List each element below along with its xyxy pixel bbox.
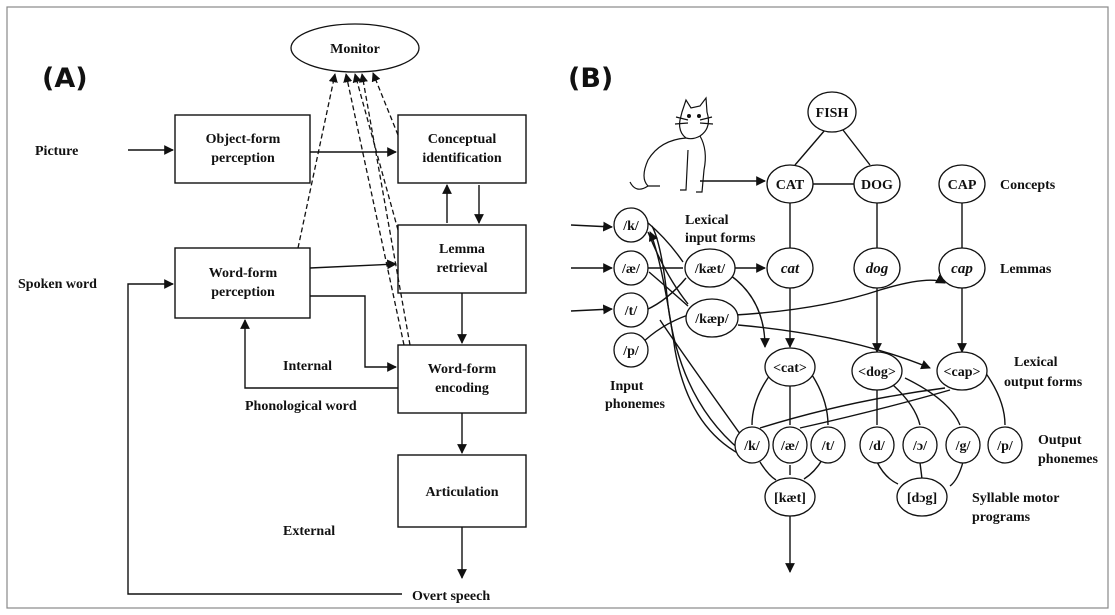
output-form-dog-label: <dog>: [858, 365, 896, 380]
input-phonemes-label-line2: phonemes: [605, 397, 665, 412]
output-phoneme-k-node: /k/: [734, 426, 770, 464]
output-phoneme-p-node: /p/: [987, 426, 1023, 464]
output-phoneme-d-node: /d/: [859, 426, 895, 464]
panel-b-label: (B): [568, 63, 613, 94]
syllable-kaet-label: [kæt]: [774, 491, 806, 506]
output-form-cap-node: <cap>: [936, 351, 988, 391]
output-form-cat-node: <cat>: [764, 347, 816, 387]
concept-dog-node: DOG: [853, 164, 901, 204]
syllable-motor-programs-label-line2: programs: [972, 510, 1031, 525]
monitor-ellipse: [290, 23, 420, 73]
input-phoneme-ae-node: /æ/: [613, 250, 649, 286]
lemmas-label: Lemmas: [1000, 262, 1052, 277]
articulation-box: Articulation: [397, 454, 527, 528]
output-form-dog-node: <dog>: [851, 351, 903, 391]
lemma-cat-label: cat: [781, 261, 800, 277]
output-phoneme-p-label: /p/: [996, 439, 1014, 454]
monitor-label: Monitor: [330, 42, 380, 57]
output-phoneme-k-label: /k/: [743, 439, 761, 454]
output-phoneme-d-label: /d/: [868, 439, 886, 454]
output-phoneme-o-label: /ɔ/: [912, 439, 928, 454]
word-form-encoding-box: Word-form encoding: [397, 344, 527, 414]
wfp-line1: Word-form: [209, 266, 278, 281]
concept-cap-label: CAP: [948, 178, 977, 193]
output-phoneme-g-label: /g/: [955, 439, 972, 454]
concept-fish-label: FISH: [816, 106, 849, 121]
conceptual-identification-box: Conceptual identification: [397, 114, 527, 184]
lemma-dog-node: dog: [853, 247, 901, 289]
syllable-motor-programs-label-line1: Syllable motor: [972, 491, 1060, 506]
word-form-perception-box: Word-form perception: [174, 247, 311, 319]
panel-b-edges: [570, 129, 1006, 573]
spoken-word-label: Spoken word: [18, 277, 97, 292]
input-form-kaet-node: /kæt/: [684, 248, 736, 288]
concept-fish-node: FISH: [807, 91, 857, 133]
object-form-line2: perception: [211, 151, 275, 166]
syllable-dog-node: [dɔg]: [896, 477, 948, 517]
panel-a-arrows: [127, 145, 484, 595]
monitor-dashed-arrows: [297, 72, 411, 346]
input-form-kaep-label: /kæp/: [694, 312, 730, 327]
input-phoneme-ae-label: /æ/: [621, 262, 641, 277]
input-phoneme-k-node: /k/: [613, 207, 649, 243]
input-phoneme-t-label: /t/: [624, 304, 639, 319]
lexical-output-forms-label-line2: output forms: [1004, 375, 1083, 390]
lemma-line1: Lemma: [439, 242, 485, 257]
output-phoneme-o-node: /ɔ/: [902, 426, 938, 464]
articulation-line1: Articulation: [425, 485, 498, 500]
input-form-kaet-label: /kæt/: [694, 262, 726, 277]
picture-label: Picture: [35, 144, 78, 159]
lemma-cat-node: cat: [766, 247, 814, 289]
output-phoneme-g-node: /g/: [945, 426, 981, 464]
phonological-word-label: Phonological word: [245, 399, 357, 414]
output-form-cat-label: <cat>: [773, 361, 807, 376]
input-form-kaep-node: /kæp/: [685, 298, 739, 338]
output-phoneme-t-node: /t/: [810, 426, 846, 464]
conceptual-line1: Conceptual: [428, 132, 497, 147]
cat-picture: [629, 96, 714, 193]
wfe-line1: Word-form: [428, 362, 497, 377]
input-phoneme-p-node: /p/: [613, 332, 649, 368]
output-phonemes-label-line2: phonemes: [1038, 452, 1098, 467]
input-phonemes-label-line1: Input: [610, 379, 644, 394]
output-phoneme-ae-node: /æ/: [772, 426, 808, 464]
syllable-dog-label: [dɔg]: [907, 491, 937, 506]
lemma-cap-label: cap: [951, 261, 973, 277]
external-label: External: [283, 524, 335, 539]
lemma-line2: retrieval: [436, 261, 487, 276]
concept-cat-label: CAT: [776, 178, 805, 193]
wfe-line2: encoding: [435, 381, 489, 396]
syllable-kaet-node: [kæt]: [764, 477, 816, 517]
wfp-line2: perception: [211, 285, 275, 300]
lexical-input-forms-label-line2: input forms: [685, 231, 756, 246]
output-phoneme-t-label: /t/: [821, 439, 836, 454]
lemma-cap-node: cap: [938, 247, 986, 289]
input-phoneme-t-node: /t/: [613, 292, 649, 328]
internal-label: Internal: [283, 359, 332, 374]
panel-a-label: (A): [42, 63, 88, 94]
output-phoneme-ae-label: /æ/: [780, 439, 800, 454]
lexical-input-forms-label-line1: Lexical: [685, 213, 729, 228]
lemma-dog-label: dog: [866, 261, 889, 277]
output-phonemes-label-line1: Output: [1038, 433, 1082, 448]
lemma-retrieval-box: Lemma retrieval: [397, 224, 527, 294]
concepts-label: Concepts: [1000, 178, 1056, 193]
input-phoneme-k-label: /k/: [622, 219, 640, 234]
object-form-perception-box: Object-form perception: [174, 114, 311, 184]
input-phoneme-p-label: /p/: [622, 344, 640, 359]
output-form-cap-label: <cap>: [944, 365, 981, 380]
object-form-line1: Object-form: [206, 132, 281, 147]
concept-dog-label: DOG: [861, 178, 893, 193]
figure-border: [6, 6, 1109, 609]
concept-cap-node: CAP: [938, 164, 986, 204]
conceptual-line2: identification: [422, 151, 502, 166]
overt-speech-label: Overt speech: [412, 589, 490, 604]
concept-cat-node: CAT: [766, 164, 814, 204]
lexical-output-forms-label-line1: Lexical: [1014, 355, 1058, 370]
